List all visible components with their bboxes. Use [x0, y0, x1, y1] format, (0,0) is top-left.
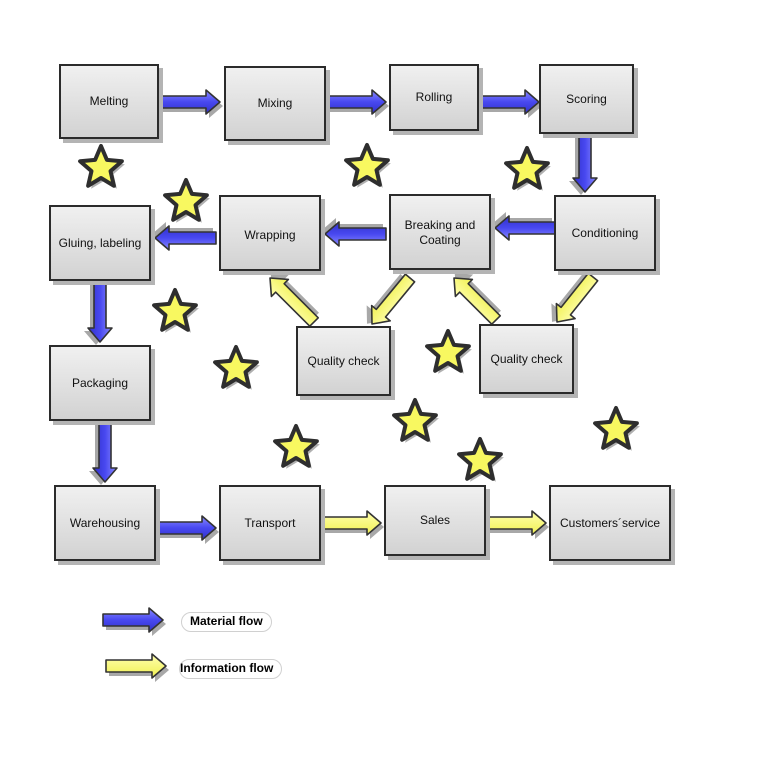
node-quality-check-2[interactable]: Quality check: [479, 324, 574, 394]
material-flow-arrow-packaging-to-warehousing: [89, 421, 118, 485]
material-flow-arrow-scoring-to-conditioning: [569, 133, 598, 195]
node-packaging[interactable]: Packaging: [49, 345, 151, 421]
star-icon: [163, 178, 210, 223]
node-label: Melting: [89, 94, 129, 108]
material-flow-arrow-mixing-to-rolling: [325, 89, 389, 118]
star-icon: [457, 437, 504, 482]
legend-material-label: Material flow: [181, 612, 272, 632]
material-flow-arrow-melting-to-mixing: [159, 89, 223, 118]
star-icon: [213, 345, 260, 390]
star-icon: [273, 424, 320, 469]
information-flow-arrow-transport-to-sales: [320, 510, 384, 539]
node-customers-service[interactable]: Customers´service: [549, 485, 671, 561]
star-icon: [78, 144, 125, 189]
node-label: Quality check: [490, 351, 563, 366]
node-warehousing[interactable]: Warehousing: [54, 485, 156, 561]
node-label: Transport: [244, 515, 296, 530]
node-mixing[interactable]: Mixing: [224, 66, 326, 141]
node-label: Warehousing: [69, 515, 141, 530]
node-sales[interactable]: Sales: [384, 485, 486, 556]
star-icon: [344, 143, 391, 188]
node-wrapping[interactable]: Wrapping: [219, 195, 321, 271]
star-icon: [392, 398, 439, 443]
node-label: Rolling: [415, 90, 453, 104]
node-transport[interactable]: Transport: [219, 485, 321, 561]
star-icon: [152, 288, 199, 333]
node-label: Customers´service: [559, 515, 661, 530]
material-flow-arrow-rolling-to-scoring: [479, 89, 542, 118]
legend-information-label: Information flow: [179, 659, 283, 679]
legend-information-arrow: [105, 653, 169, 682]
information-flow-arrow-conditioning-to-qc2: [551, 272, 599, 323]
star-icon: [504, 146, 551, 191]
node-label: Mixing: [257, 96, 293, 110]
node-label: Conditioning: [571, 225, 639, 240]
information-flow-arrow-breaking-to-qc1: [366, 273, 416, 325]
node-label: Breaking and Coating: [404, 218, 476, 247]
information-flow-arrow-qc1-to-wrapping: [269, 273, 320, 328]
material-flow-arrow-conditioning-to-breaking: [492, 212, 556, 241]
node-label: Gluing, labeling: [58, 235, 142, 250]
node-label: Quality check: [307, 353, 380, 368]
material-flow-arrow-warehousing-to-transport: [155, 515, 219, 544]
material-flow-arrow-breaking-to-wrapping: [322, 218, 387, 247]
node-scoring[interactable]: Scoring: [539, 64, 634, 134]
information-flow-arrow-qc2-to-breaking: [453, 273, 502, 326]
node-breaking-and-coating[interactable]: Breaking and Coating: [389, 194, 491, 270]
legend-material-arrow: [102, 607, 166, 636]
material-flow-arrow-gluing-to-packaging: [84, 281, 113, 345]
node-label: Scoring: [566, 91, 607, 106]
star-icon: [593, 406, 640, 451]
information-flow-arrow-sales-to-customers: [485, 510, 549, 539]
node-rolling[interactable]: Rolling: [389, 64, 479, 131]
material-flow-arrow-wrapping-to-gluing: [152, 222, 217, 251]
node-label: Sales: [419, 513, 451, 527]
node-conditioning[interactable]: Conditioning: [554, 195, 656, 271]
star-icon: [425, 329, 472, 374]
node-quality-check-1[interactable]: Quality check: [296, 326, 391, 396]
node-gluing-labeling[interactable]: Gluing, labeling: [49, 205, 151, 281]
node-label: Packaging: [71, 375, 129, 390]
node-label: Wrapping: [244, 228, 296, 242]
node-melting[interactable]: Melting: [59, 64, 159, 139]
